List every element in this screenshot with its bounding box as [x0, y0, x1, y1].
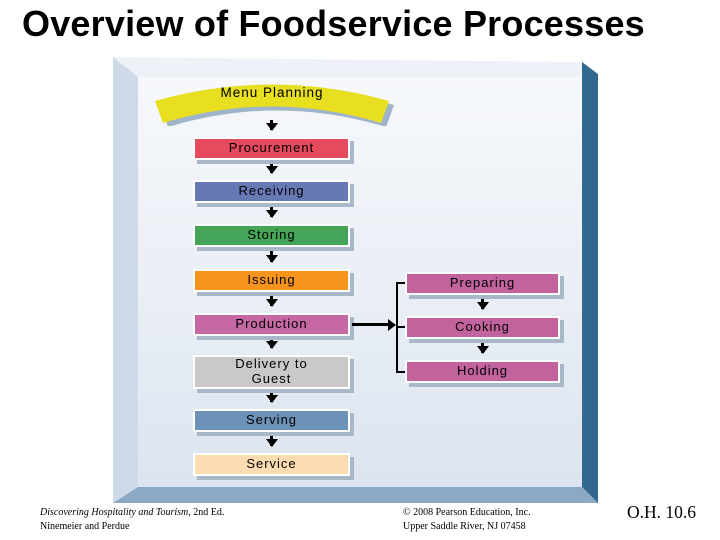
- flow-step-cooking: Cooking: [405, 316, 560, 339]
- down-arrow-icon: [270, 335, 273, 348]
- down-arrow-icon: [270, 202, 273, 217]
- flow-step-menu-planning: Menu Planning: [220, 85, 324, 100]
- footer-copyright-line2: Upper Saddle River, NJ 07458: [403, 520, 526, 532]
- down-arrow-icon: [270, 246, 273, 262]
- down-arrow-icon: [481, 294, 484, 309]
- flow-step-label: Cooking: [455, 319, 510, 335]
- process-panel: Menu Planning Procurement Receiving Stor…: [113, 57, 598, 505]
- branch-bracket-stub: [396, 282, 405, 284]
- flow-step-storing: Storing: [193, 224, 350, 247]
- down-arrow-icon: [270, 431, 273, 446]
- flow-step-label: Service: [246, 456, 297, 472]
- footer-copyright: © 2008 Pearson Education, Inc. Upper Sad…: [403, 506, 531, 533]
- branch-bracket-stub: [396, 326, 405, 328]
- footer-authors: Ninemeier and Perdue: [40, 520, 130, 532]
- footer-credits: Discovering Hospitality and Tourism, 2nd…: [40, 506, 224, 533]
- flow-step-label: Delivery to Guest: [235, 356, 308, 386]
- ribbon-shape: [155, 84, 389, 123]
- down-arrow-icon: [270, 120, 273, 130]
- flow-step-production: Production: [193, 313, 350, 336]
- footer-slide-number: O.H. 10.6: [627, 502, 697, 522]
- footer-book-title: Discovering Hospitality and Tourism: [40, 507, 189, 518]
- down-arrow-icon: [270, 291, 273, 306]
- flow-step-receiving: Receiving: [193, 180, 350, 203]
- footer-copyright-line1: © 2008 Pearson Education, Inc.: [403, 507, 531, 518]
- panel-top-bevel: [113, 57, 582, 77]
- flow-step-label: Holding: [456, 363, 509, 379]
- flow-step-holding: Holding: [405, 360, 560, 383]
- flow-step-label: Issuing: [247, 272, 296, 288]
- panel-right-side: [582, 62, 598, 503]
- flow-step-label: Production: [235, 316, 308, 332]
- flow-step-label: Serving: [245, 412, 298, 428]
- down-arrow-icon: [270, 159, 273, 173]
- flow-step-service: Service: [193, 453, 350, 476]
- footer-edition: , 2nd Ed.: [188, 507, 225, 518]
- down-arrow-icon: [270, 388, 273, 402]
- curved-ribbon-shape: [155, 84, 394, 126]
- flow-step-serving: Serving: [193, 409, 350, 432]
- flow-step-preparing: Preparing: [405, 272, 560, 295]
- slide-title: Overview of Foodservice Processes: [22, 3, 645, 44]
- menu-planning-banner: Menu Planning: [150, 76, 394, 126]
- flow-step-procurement: Procurement: [193, 137, 350, 160]
- footer-book-line: Discovering Hospitality and Tourism, 2nd…: [40, 506, 224, 520]
- flow-step-label: Receiving: [238, 183, 305, 199]
- panel-bottom-bevel: [113, 487, 598, 503]
- flow-step-label: Storing: [247, 227, 296, 243]
- flow-step-delivery-to-guest: Delivery to Guest: [193, 355, 350, 389]
- flow-step-issuing: Issuing: [193, 269, 350, 292]
- flow-step-label: Procurement: [228, 140, 315, 156]
- panel-left-bevel: [113, 57, 138, 503]
- right-arrow-icon: [352, 323, 388, 326]
- flow-step-label: Preparing: [449, 275, 516, 291]
- branch-bracket-stub: [396, 371, 405, 373]
- down-arrow-icon: [481, 338, 484, 353]
